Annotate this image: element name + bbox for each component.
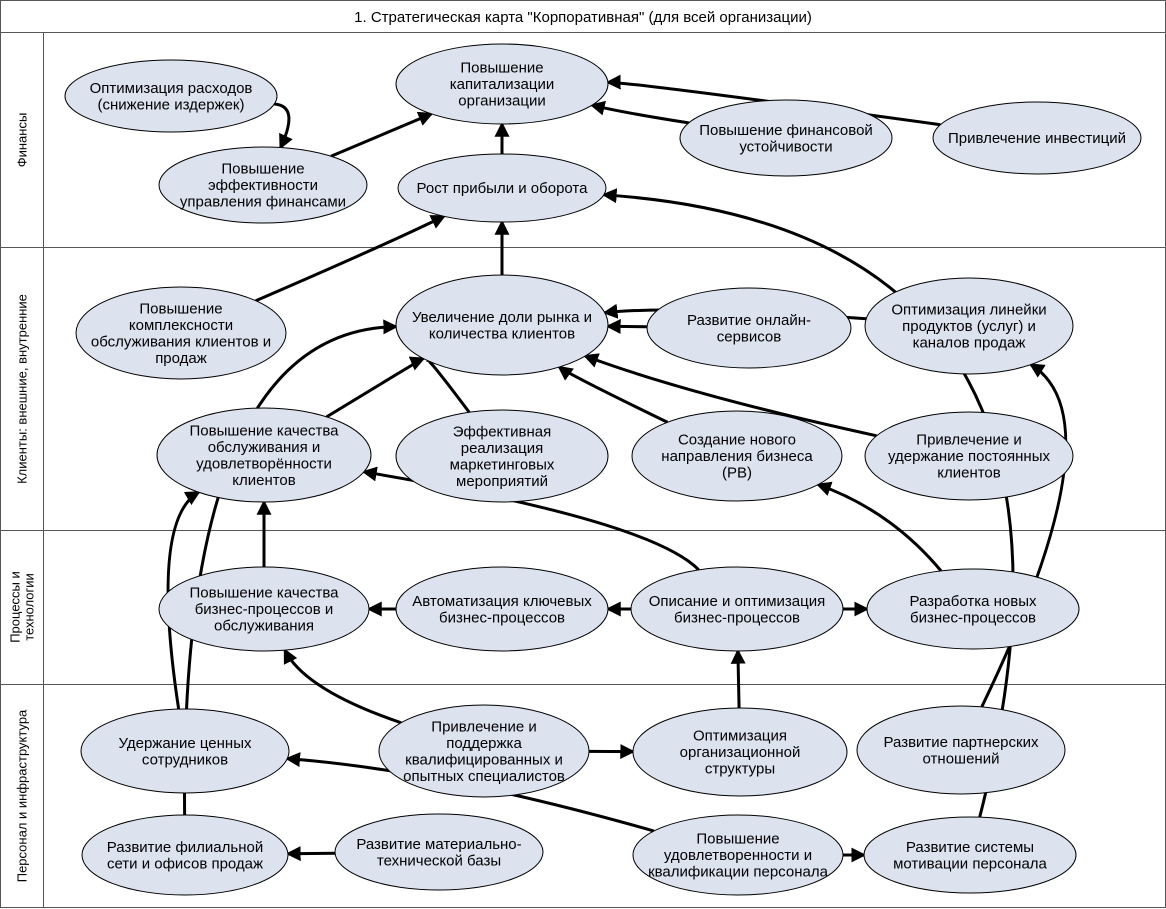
node-ellipse — [158, 566, 370, 652]
node-ellipse — [75, 286, 287, 380]
node-profit_growth: Рост прибыли и оборота — [397, 153, 607, 223]
node-ellipse — [378, 704, 590, 798]
node-label: Развитие материально-технической базы — [356, 836, 521, 870]
lane-label-personnel: Персонал и инфраструктура — [15, 709, 30, 882]
node-ellipse — [864, 411, 1074, 501]
arrow-complexity-to-profit_growth — [255, 214, 447, 303]
node-ellipse — [395, 566, 609, 652]
node-ellipse — [632, 814, 844, 896]
node-ellipse — [81, 814, 289, 896]
node-ellipse — [863, 816, 1077, 894]
node-ellipse — [679, 99, 893, 177]
node-label: Рост прибыли и оборота — [417, 180, 589, 197]
node-ellipse — [395, 274, 609, 376]
node-ellipse — [395, 409, 609, 503]
node-ellipse — [866, 568, 1080, 650]
node-ellipse — [156, 407, 372, 503]
node-ellipse — [80, 708, 290, 794]
node-label: Оптимизация расходов(снижение издержек) — [90, 80, 253, 114]
node-online: Развитие онлайн-сервисов — [646, 287, 852, 369]
lane-label-finance: Финансы — [15, 113, 30, 168]
arrow-service_quality-to-market_share — [325, 356, 426, 419]
node-ellipse — [158, 146, 368, 224]
node-ellipse — [334, 813, 544, 891]
arrow-org_structure-to-bp_description — [730, 648, 746, 709]
arrow-cost_opt-to-fin_efficiency — [274, 102, 293, 150]
node-ellipse — [856, 705, 1066, 795]
node-cost_opt: Оптимизация расходов(снижение издержек) — [64, 59, 278, 133]
arrow-fin_stability-to-capitalization — [589, 100, 689, 125]
arrow-material_base-to-branches — [285, 846, 336, 862]
node-investments: Привлечение инвестиций — [932, 101, 1142, 175]
node-label: Развитие онлайн-сервисов — [687, 312, 811, 346]
arrow-new_bp-to-new_direction — [815, 481, 943, 572]
node-ellipse — [630, 566, 844, 652]
node-ellipse — [646, 287, 852, 369]
node-ellipse — [64, 59, 278, 133]
arrow-new_direction-to-market_share — [557, 365, 669, 424]
arrow-fin_efficiency-to-capitalization — [330, 111, 434, 158]
arrow-hire_specialists-to-bp_quality — [283, 648, 402, 725]
node-ellipse — [631, 410, 843, 502]
node-ellipse — [864, 277, 1074, 375]
nodes-layer: Оптимизация расходов(снижение издержек) П… — [64, 43, 1142, 896]
node-material_base: Развитие материально-технической базы — [334, 813, 544, 891]
node-ellipse — [397, 153, 607, 223]
node-ellipse — [395, 43, 609, 125]
arrow-keep_staff-to-service_quality — [166, 490, 201, 710]
diagram-title: 1. Стратегическая карта "Корпоративная" … — [354, 9, 812, 26]
lane-label-processes: Процессы итехнологии — [8, 571, 37, 643]
arrow-retention_cl-to-market_share — [583, 353, 877, 438]
lane-label-clients: Клиенты: внешние, внутренние — [15, 294, 30, 484]
node-ellipse — [632, 707, 848, 797]
node-label: Привлечение инвестиций — [948, 130, 1126, 147]
node-ellipse — [932, 101, 1142, 175]
